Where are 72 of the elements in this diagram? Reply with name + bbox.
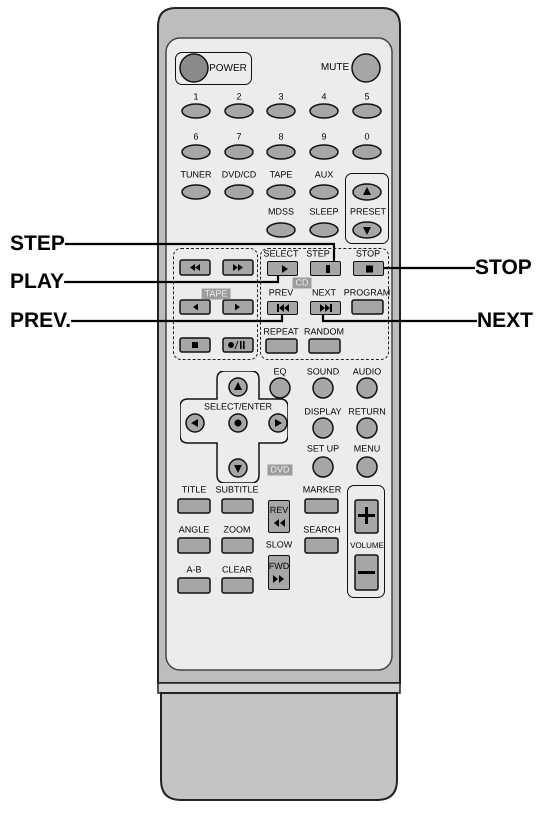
button-group-frame [347, 485, 385, 598]
group-tag: TAPE [202, 288, 230, 300]
button-label: RETURN [348, 408, 386, 416]
button-label: ANGLE [178, 526, 210, 534]
remote-button [353, 261, 384, 276]
button-label: SLOW [266, 540, 292, 550]
button-label: ZOOM [224, 526, 250, 534]
remote-button [268, 500, 290, 533]
button-label: EQ [274, 368, 286, 376]
button-group-frame [173, 248, 258, 360]
button-label: RANDOM [304, 328, 344, 336]
button-label: NEXT [312, 288, 336, 298]
remote-button [310, 301, 341, 315]
button-label: REV [270, 506, 288, 514]
button-label: 8 [278, 132, 284, 142]
remote-button [268, 555, 290, 590]
button-label: TUNER [180, 170, 212, 180]
button-label: STOP [356, 250, 380, 258]
button-label: 6 [194, 132, 198, 142]
button-label: MARKER [302, 486, 342, 494]
button-label: SELECT [264, 250, 298, 258]
button-label: SELECT/ENTER [204, 402, 272, 412]
group-label: POWER [209, 64, 247, 74]
button-label: PROGRAM [344, 288, 390, 298]
button-label: DVD/CD [222, 170, 256, 180]
leader-line [322, 315, 477, 322]
button-label: 3 [278, 92, 284, 102]
remote-button [267, 301, 298, 315]
leader-line [64, 276, 280, 284]
leader-line [71, 315, 284, 322]
button-label: TITLE [182, 486, 206, 494]
button-label: 2 [236, 92, 242, 102]
group-label: PRESET [350, 208, 386, 216]
button-group-frame [345, 173, 389, 244]
group-tag: DVD [268, 464, 292, 476]
button-label: SEARCH [303, 526, 341, 534]
button-label: SUBTITLE [216, 486, 258, 494]
button-label: FWD [268, 562, 290, 570]
button-group-frame [260, 248, 389, 360]
button-label: 1 [194, 92, 198, 102]
button-label: MENU [354, 444, 380, 454]
callout-label: NEXT [477, 309, 534, 333]
callout-label: STOP [475, 256, 532, 280]
button-label: DISPLAY [304, 408, 342, 416]
button-label: STEP [306, 250, 330, 258]
button-label: CLEAR [222, 566, 252, 574]
group-label: VOLUME [350, 542, 384, 550]
button-label: SET UP [306, 444, 340, 454]
button-label: MDSS [268, 208, 294, 216]
button-label: 0 [364, 132, 370, 142]
button-label: AUDIO [352, 368, 382, 376]
group-tag: CD [292, 278, 312, 288]
button-label: SLEEP [309, 208, 339, 216]
callout-label: STEP [10, 232, 65, 256]
button-label: 7 [236, 132, 242, 142]
button-label: 5 [364, 92, 370, 102]
button-label: A-B [186, 566, 202, 574]
remote-button [310, 261, 341, 276]
button-label: MUTE [320, 63, 350, 73]
callout-label: PREV. [10, 309, 72, 333]
button-label: PREV [268, 288, 294, 298]
button-label: AUX [314, 170, 334, 180]
button-label: REPEAT [263, 328, 299, 336]
button-label: TAPE [270, 170, 292, 180]
button-label: 9 [322, 132, 326, 142]
button-label: SOUND [306, 368, 340, 376]
leader-line [64, 242, 336, 261]
button-group-frame [175, 52, 252, 85]
button-label: 4 [322, 92, 326, 102]
leader-line [384, 266, 475, 270]
remote-button [267, 261, 298, 276]
callout-label: PLAY [10, 270, 64, 294]
